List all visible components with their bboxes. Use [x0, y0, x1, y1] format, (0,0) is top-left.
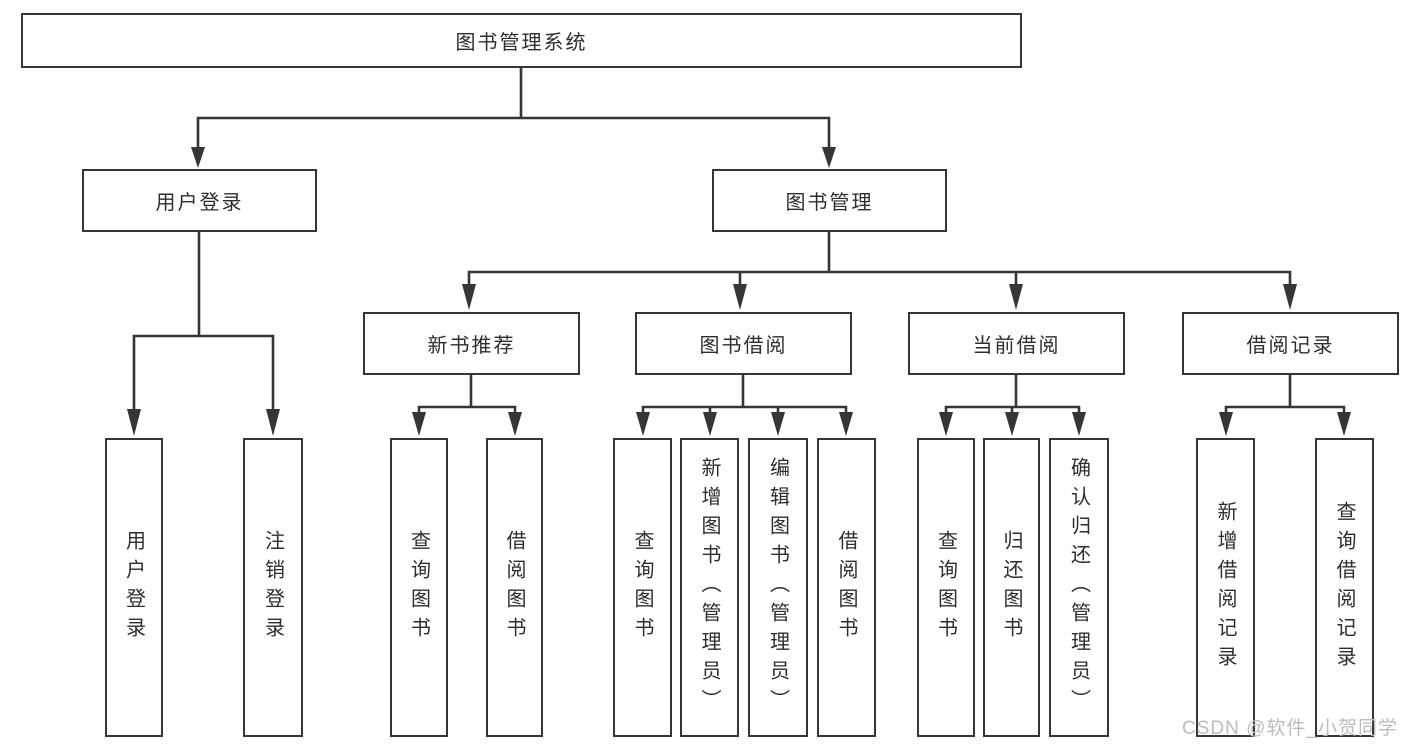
- node-label: 用户登录: [155, 192, 244, 214]
- node-label: 查询图书: [934, 529, 957, 646]
- node-label: 图书管理: [785, 192, 874, 214]
- node-library-management-system: 图书管理系统: [21, 13, 1022, 68]
- node-label: 查询图书: [407, 529, 430, 646]
- node-label: 借阅图书: [503, 529, 525, 646]
- node-query-books-current: 查询图书: [917, 438, 975, 737]
- node-edit-books-admin: 编辑图书（管理员）: [748, 438, 808, 737]
- node-query-borrow-record: 查询借阅记录: [1315, 438, 1374, 737]
- node-borrow-books-recommendation: 借阅图书: [486, 438, 543, 737]
- node-label: 借阅图书: [835, 529, 857, 646]
- node-label: 归还图书: [1000, 529, 1022, 646]
- node-user-login: 用户登录: [82, 169, 317, 232]
- node-label: 当前借阅: [972, 335, 1061, 357]
- node-label: 图书管理系统: [455, 32, 588, 54]
- node-label: 注销登录: [261, 529, 284, 646]
- node-label: 编辑图书（管理员）: [766, 457, 789, 718]
- node-book-borrowing: 图书借阅: [635, 312, 852, 375]
- node-add-books-admin: 新增图书（管理员）: [680, 438, 739, 737]
- node-label: 新增借阅记录: [1214, 500, 1236, 675]
- node-current-borrowing: 当前借阅: [908, 312, 1125, 375]
- node-new-book-recommendation: 新书推荐: [363, 312, 580, 375]
- node-label: 借阅记录: [1246, 335, 1335, 357]
- node-book-management: 图书管理: [712, 169, 947, 232]
- node-label: 查询图书: [631, 529, 653, 646]
- node-query-books-borrowing: 查询图书: [613, 438, 672, 737]
- node-borrowing-records: 借阅记录: [1182, 312, 1399, 375]
- node-label: 确认归还（管理员）: [1067, 457, 1090, 718]
- node-confirm-return-admin: 确认归还（管理员）: [1049, 438, 1109, 737]
- node-borrow-books: 借阅图书: [817, 438, 876, 737]
- node-label: 新书推荐: [427, 335, 516, 357]
- node-label: 用户登录: [122, 529, 145, 646]
- node-label: 查询借阅记录: [1333, 500, 1355, 675]
- node-user-login-leaf: 用户登录: [105, 438, 163, 737]
- node-label: 新增图书（管理员）: [698, 457, 720, 718]
- node-return-books: 归还图书: [983, 438, 1040, 737]
- node-label: 图书借阅: [699, 335, 788, 357]
- node-logout: 注销登录: [243, 438, 303, 737]
- node-add-borrow-record: 新增借阅记录: [1196, 438, 1255, 737]
- node-query-books-recommendation: 查询图书: [390, 438, 448, 737]
- watermark: CSDN @软件_小贺同学: [1182, 718, 1398, 739]
